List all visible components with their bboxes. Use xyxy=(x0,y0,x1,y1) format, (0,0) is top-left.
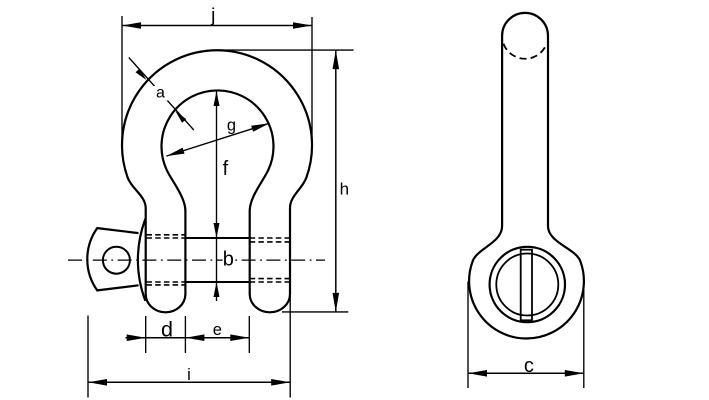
svg-text:g: g xyxy=(227,116,236,134)
svg-text:j: j xyxy=(210,5,215,26)
svg-text:h: h xyxy=(340,180,349,199)
svg-text:f: f xyxy=(223,158,229,180)
svg-text:b: b xyxy=(223,248,234,270)
svg-text:c: c xyxy=(524,355,534,377)
svg-text:e: e xyxy=(213,321,222,339)
svg-text:a: a xyxy=(156,85,165,102)
svg-text:d: d xyxy=(161,317,173,341)
svg-text:i: i xyxy=(187,366,191,384)
